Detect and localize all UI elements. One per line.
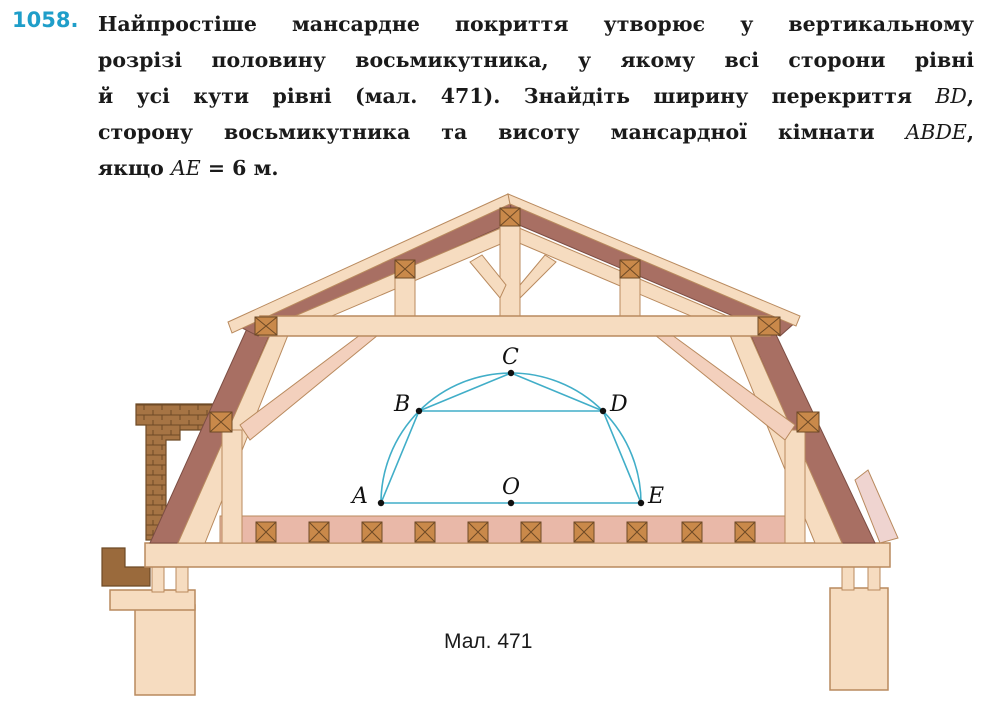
joint-wall-left [209, 411, 233, 433]
label-a: A [350, 484, 368, 509]
left-support-leg-2 [175, 565, 189, 593]
right-queen-post [619, 275, 641, 319]
problem-line-2: розрізі половину восьмикутника, у якому … [98, 48, 974, 72]
joist-box [255, 521, 277, 543]
label-e: E [647, 484, 664, 509]
problem-line-4: сторону восьмикутника та висоту мансардн… [98, 114, 974, 150]
left-queen-post [394, 275, 416, 319]
figure-caption: Мал. 471 [444, 630, 533, 653]
comma-1: , [966, 84, 974, 108]
point-o [507, 499, 515, 507]
joist-box [308, 521, 330, 543]
left-gutter [101, 547, 151, 587]
left-king-brace [469, 254, 507, 299]
left-wall-stud [221, 429, 243, 544]
floor-joist-boxes [255, 521, 756, 543]
label-o: O [502, 475, 520, 500]
label-c: C [502, 345, 519, 370]
right-support-leg-2 [867, 565, 881, 591]
joist-box [414, 521, 436, 543]
geometry-points [377, 369, 645, 507]
right-king-brace [519, 254, 557, 300]
joist-box [573, 521, 595, 543]
joist-box [467, 521, 489, 543]
problem-line-5-text: якщо [98, 156, 171, 180]
problem-line-3: й усі кути рівні (мал. 471). Знайдіть ши… [98, 78, 974, 114]
joist-box [734, 521, 756, 543]
label-b: B [393, 392, 410, 417]
joint-ridge [499, 207, 521, 227]
equation-tail: = 6 м. [200, 156, 279, 180]
upper-right-roof-board [507, 193, 801, 327]
joint-collar-left [254, 316, 278, 336]
floor-beam [144, 542, 891, 568]
problem-line-5: якщо AE = 6 м. [98, 150, 974, 186]
point-d [599, 407, 607, 415]
upper-left-roof-board [227, 193, 511, 334]
math-bd: BD [935, 84, 967, 108]
right-foundation-post [829, 587, 889, 691]
right-support-leg-1 [841, 565, 855, 591]
problem-line-1: Найпростіше мансардне покриття утворює у… [98, 12, 974, 36]
point-a [377, 499, 385, 507]
joist-box [681, 521, 703, 543]
point-e [637, 499, 645, 507]
comma-2: , [966, 120, 974, 144]
problem-text: Найпростіше мансардне покриття утворює у… [98, 6, 974, 186]
math-ae: AE [170, 156, 201, 180]
joint-collar-right [757, 316, 781, 336]
joint-upper-right [619, 259, 641, 279]
point-c [507, 369, 515, 377]
problem-number: 1058. [12, 8, 79, 32]
joist-box [520, 521, 542, 543]
king-post [499, 221, 521, 319]
joint-wall-right [796, 411, 820, 433]
point-labels: A B C D E O [350, 345, 664, 509]
left-foundation-cap [109, 589, 196, 611]
problem-line-4-text: сторону восьмикутника та висоту мансардн… [98, 120, 906, 144]
joint-upper-left [394, 259, 416, 279]
joint-boxes [209, 207, 820, 433]
joist-box [361, 521, 383, 543]
problem-line-3-text: й усі кути рівні (мал. 471). Знайдіть ши… [98, 84, 936, 108]
joist-box [626, 521, 648, 543]
right-eave [854, 469, 899, 544]
collar-beam [259, 315, 771, 337]
math-abde: ABDE [905, 120, 967, 144]
point-b [415, 407, 423, 415]
label-d: D [609, 392, 628, 417]
problem-block: 1058. Найпростіше мансардне покриття утв… [12, 6, 974, 186]
right-wall-stud [784, 429, 806, 544]
joist-strip [219, 515, 801, 544]
left-support-leg-1 [151, 565, 165, 593]
left-foundation-post [134, 604, 196, 696]
